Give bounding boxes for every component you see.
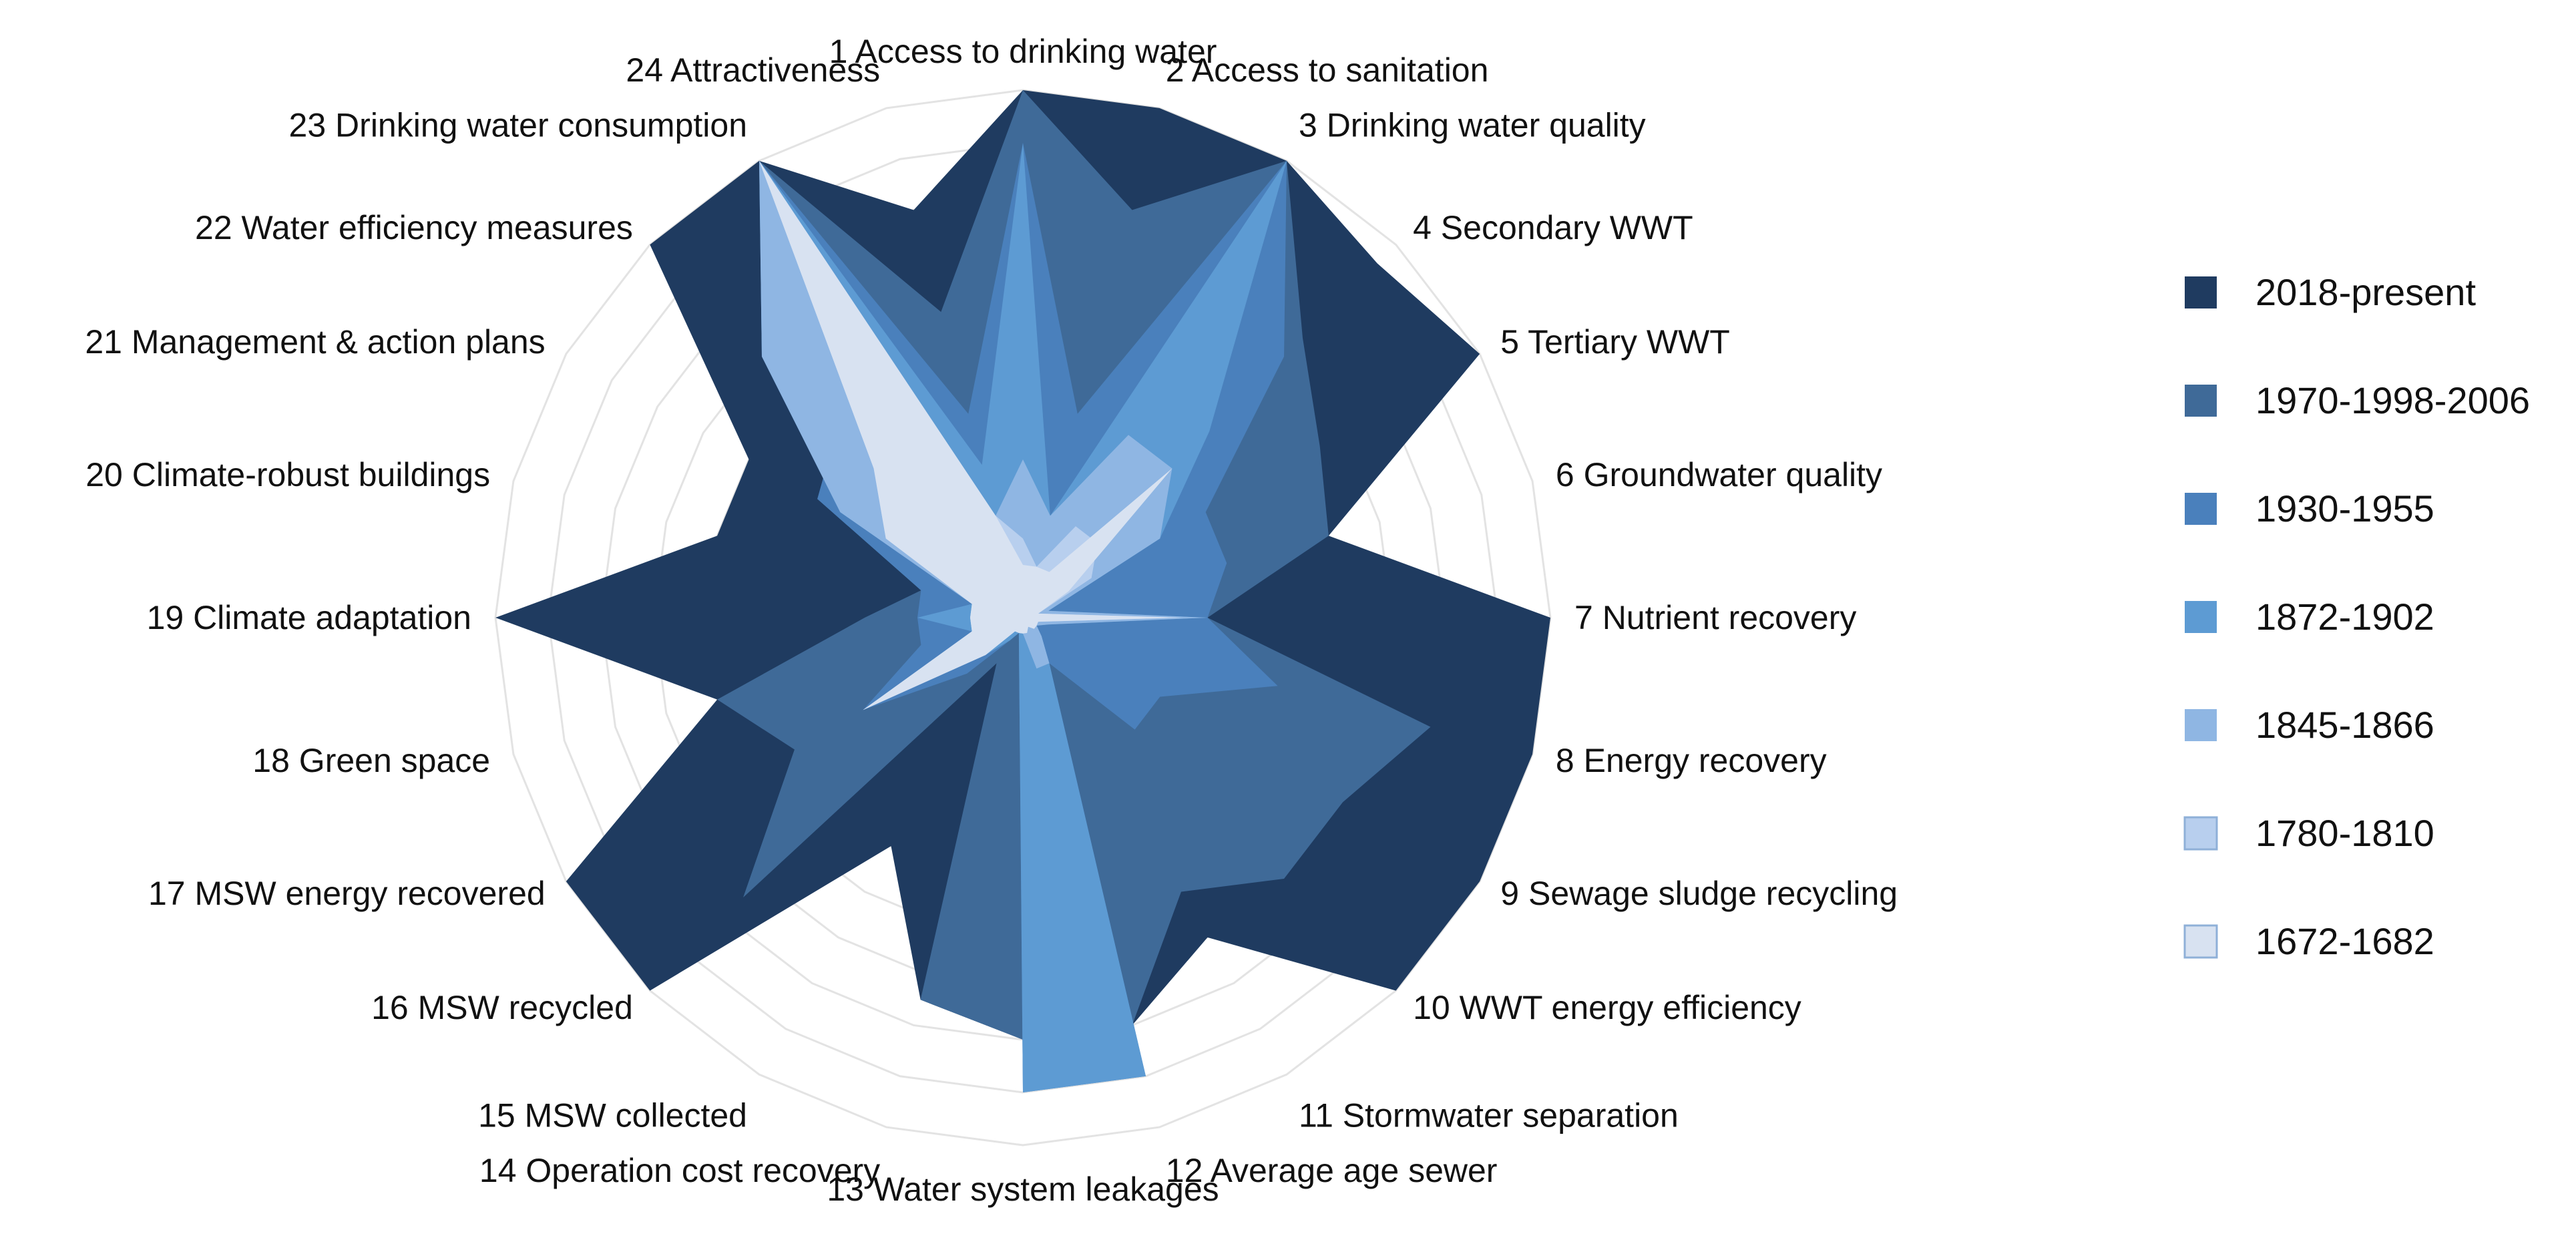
legend-swatch	[2185, 493, 2217, 525]
legend-label: 1930-1955	[2256, 487, 2434, 530]
legend-swatch	[2185, 709, 2217, 741]
legend-label: 1672-1682	[2256, 920, 2434, 962]
legend-label: 1872-1902	[2256, 596, 2434, 638]
axis-label: 13 Water system leakages	[827, 1171, 1219, 1208]
axis-label: 7 Nutrient recovery	[1574, 599, 1856, 636]
axis-label: 4 Secondary WWT	[1413, 209, 1693, 246]
axis-label: 17 MSW energy recovered	[148, 875, 546, 912]
axis-label: 19 Climate adaptation	[147, 599, 471, 636]
legend-swatch	[2185, 385, 2217, 417]
legend: 2018-present 1970-1998-2006 1930-1955 1872-…	[2183, 271, 2530, 962]
axis-label: 8 Energy recovery	[1556, 742, 1827, 779]
axis-label: 21 Management & action plans	[85, 323, 545, 361]
axis-label: 20 Climate-robust buildings	[85, 456, 490, 493]
axis-label: 23 Drinking water consumption	[289, 107, 747, 144]
axis-label: 12 Average age sewer	[1166, 1152, 1498, 1189]
axis-label: 22 Water efficiency measures	[195, 209, 633, 246]
legend-label: 1970-1998-2006	[2256, 379, 2530, 421]
legend-swatch	[2185, 276, 2217, 308]
legend-swatch	[2185, 601, 2217, 633]
axis-label: 3 Drinking water quality	[1299, 107, 1646, 144]
axis-label: 10 WWT energy efficiency	[1413, 989, 1801, 1026]
axis-label: 24 Attractiveness	[626, 51, 880, 89]
axis-label: 9 Sewage sludge recycling	[1500, 875, 1898, 912]
axis-label: 1 Access to drinking water	[829, 33, 1217, 70]
axis-label: 2 Access to sanitation	[1166, 51, 1489, 89]
legend-label: 2018-present	[2256, 271, 2476, 313]
axis-label: 11 Stormwater separation	[1299, 1096, 1679, 1134]
legend-label: 1845-1866	[2256, 704, 2434, 746]
axis-label: 18 Green space	[252, 742, 490, 779]
axis-label: 16 MSW recycled	[371, 989, 633, 1026]
radar-series-layer	[495, 90, 1550, 1092]
legend-label: 1780-1810	[2256, 812, 2434, 854]
axis-label: 6 Groundwater quality	[1556, 456, 1882, 493]
legend-swatch	[2183, 924, 2218, 959]
axis-label: 14 Operation cost recovery	[479, 1152, 880, 1189]
legend-swatch	[2183, 816, 2218, 851]
axis-label: 15 MSW collected	[478, 1096, 747, 1134]
series-area-4	[759, 160, 1208, 710]
axis-label: 5 Tertiary WWT	[1500, 323, 1730, 361]
series-area-6	[759, 160, 1181, 710]
